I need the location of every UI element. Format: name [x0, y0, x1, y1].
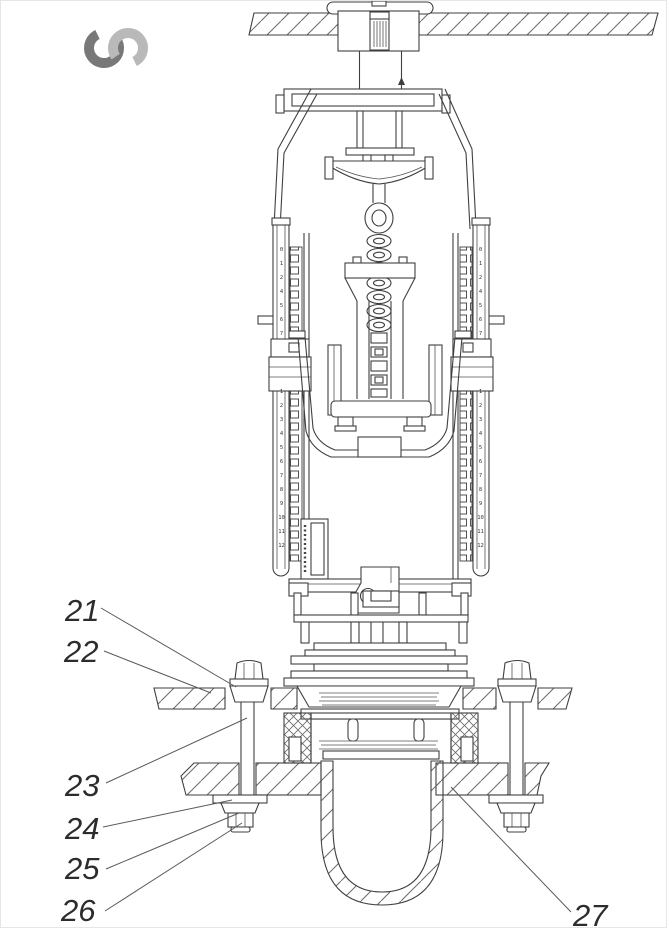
interlocked-loops-icon [84, 28, 148, 68]
bolt-head [234, 659, 264, 680]
rail-scale-number: 6 [280, 317, 283, 323]
rail-scale-number: 9 [479, 501, 482, 507]
callouts: 21 22 23 24 25 26 27 [60, 593, 609, 928]
chain-guide [344, 256, 416, 399]
hex-nut [227, 812, 254, 828]
valve-top-frame [275, 88, 451, 114]
bolt-head [502, 659, 532, 680]
rail-scale-number: 7 [479, 331, 482, 337]
lift-mechanism [324, 110, 434, 234]
brand-logo [84, 28, 148, 68]
rail-scale-number: 1 [479, 261, 482, 267]
right-rail-rack [459, 246, 473, 562]
tank-lid [248, 12, 659, 36]
rail-scale-number: 7 [280, 331, 283, 337]
callout-25: 25 [64, 851, 100, 886]
rail-scale-number: 5 [280, 445, 283, 451]
guide-pin [347, 718, 359, 742]
indicator-plate [300, 518, 329, 580]
rail-scale-number: 2 [280, 403, 283, 409]
cross-bar [330, 400, 432, 418]
rail-scale-number: 1 [479, 389, 482, 395]
rail-scale-number: 4 [280, 431, 284, 437]
ceramic-wall [180, 762, 550, 796]
left-rail-rack [289, 246, 303, 562]
outlet-pipe [320, 760, 444, 906]
rail-scale-number: 6 [479, 317, 482, 323]
actuator-rod [358, 51, 405, 89]
rail-scale-number: 1 [280, 389, 283, 395]
rail-scale-number: 0 [479, 247, 482, 253]
rail-scale-number: 2 [280, 275, 283, 281]
rail-scale-number: 12 [477, 543, 484, 549]
callout-22: 22 [63, 634, 98, 669]
tank-wall [153, 687, 573, 710]
rail-scale-number: 4 [280, 289, 284, 295]
rail-scale-number: 1 [280, 261, 283, 267]
nut-assembly-left [212, 794, 268, 833]
base-flange [290, 670, 468, 679]
tailpiece-shoulder [296, 685, 462, 708]
button-cap-tab [371, 1, 387, 7]
callout-21: 21 [64, 593, 99, 628]
bolt-shaft [240, 700, 255, 798]
rail-scale-number: 4 [479, 289, 483, 295]
rail-scale-number: 5 [280, 303, 283, 309]
rail-scale-number: 11 [477, 529, 484, 535]
rail-scale-number: 6 [479, 459, 482, 465]
rail-scale-number: 0 [280, 247, 283, 253]
rail-scale-number: 2 [479, 275, 482, 281]
callout-26: 26 [60, 893, 96, 928]
rail-scale-number: 10 [477, 515, 484, 521]
bolt-shaft [509, 700, 524, 798]
rail-scale-numbers: 0124567123456789101112012456712345678910… [278, 247, 484, 549]
rail-scale-number: 2 [479, 403, 482, 409]
rail-scale-number: 11 [278, 529, 285, 535]
flapper-disc [313, 642, 447, 651]
callout-27: 27 [572, 898, 609, 928]
rail-scale-number: 5 [479, 445, 482, 451]
rail-scale-number: 8 [280, 487, 283, 493]
lever-plate [345, 147, 415, 156]
tilt-trough [330, 160, 428, 185]
seal-assembly [283, 712, 479, 764]
washer [488, 794, 544, 804]
mounting-bolt-right [497, 659, 537, 798]
hex-nut [503, 812, 530, 828]
chain-links-lower [370, 332, 388, 398]
callout-23: 23 [64, 768, 99, 803]
rail-scale-number: 7 [479, 473, 482, 479]
nut-assembly-right [488, 794, 544, 833]
rail-scale-number: 3 [479, 417, 482, 423]
rail-scale-number: 7 [280, 473, 283, 479]
rail-scale-number: 8 [479, 487, 482, 493]
rail-scale-number: 10 [278, 515, 285, 521]
float-cup [288, 330, 472, 458]
rail-scale-number: 9 [280, 501, 283, 507]
callout-24: 24 [64, 811, 99, 846]
direction-arrow [398, 77, 405, 85]
guide-pin [413, 718, 425, 742]
rail-scale-number: 12 [278, 543, 285, 549]
rail-scale-number: 6 [280, 459, 283, 465]
rail-scale-number: 4 [479, 431, 483, 437]
push-button [326, 1, 434, 52]
lift-chain [366, 233, 392, 398]
rail-scale-number: 5 [479, 303, 482, 309]
rail-scale-number: 3 [280, 417, 283, 423]
mounting-bolt-left [229, 659, 269, 798]
chain-links [366, 233, 392, 333]
